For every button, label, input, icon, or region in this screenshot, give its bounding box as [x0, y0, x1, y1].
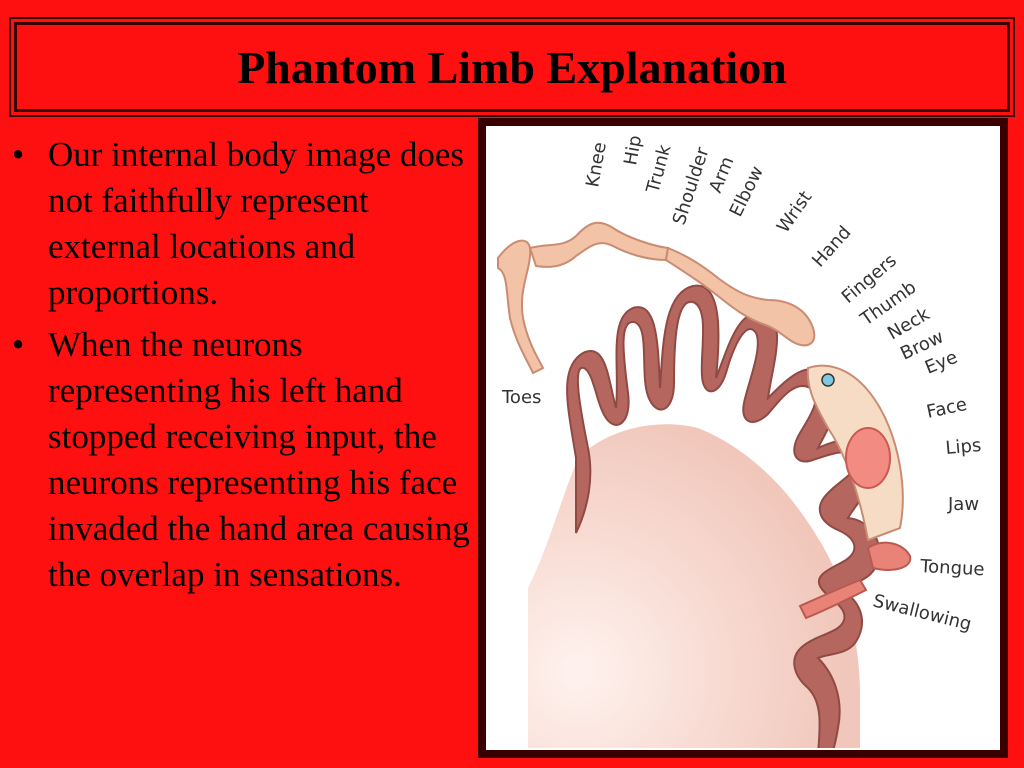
homunculus-illustration: Knee Hip Trunk Shoulder Arm Elbow Wrist …: [497, 134, 985, 748]
label-face: Face: [925, 394, 969, 423]
label-toes: Toes: [501, 387, 541, 408]
label-tongue: Tongue: [919, 556, 985, 580]
homunculus-canvas: Knee Hip Trunk Shoulder Arm Elbow Wrist …: [486, 126, 1000, 750]
bullet-list: • Our internal body image does not faith…: [8, 132, 476, 604]
bullet-glyph: •: [12, 135, 25, 174]
label-knee: Knee: [582, 141, 611, 189]
swallowing-tube: [798, 578, 868, 620]
label-wrist: Wrist: [773, 187, 816, 237]
bullet-glyph: •: [12, 325, 25, 364]
label-trunk: Trunk: [642, 142, 675, 196]
bullet-text: Our internal body image does not faithfu…: [48, 135, 465, 312]
bullet-item: • When the neurons representing his left…: [8, 322, 476, 598]
bullet-item: • Our internal body image does not faith…: [8, 132, 476, 316]
slide-title: Phantom Limb Explanation: [237, 41, 787, 93]
label-hip: Hip: [620, 134, 646, 167]
thigh-trunk-shape: [528, 221, 670, 268]
label-hand: Hand: [808, 222, 855, 271]
label-jaw: Jaw: [947, 494, 979, 515]
lips-shape: [845, 427, 891, 489]
eye-shape: [821, 373, 835, 387]
white-matter: [528, 424, 860, 748]
homunculus-figure: Knee Hip Trunk Shoulder Arm Elbow Wrist …: [478, 118, 1008, 758]
arm-hand-shape: [664, 246, 816, 347]
label-lips: Lips: [945, 435, 983, 459]
cortex-band: [566, 284, 880, 748]
tongue-shape: [866, 541, 912, 571]
title-box: Phantom Limb Explanation: [9, 17, 1015, 117]
bullet-text: When the neurons representing his left h…: [48, 325, 470, 594]
label-swallowing: Swallowing: [871, 590, 974, 635]
